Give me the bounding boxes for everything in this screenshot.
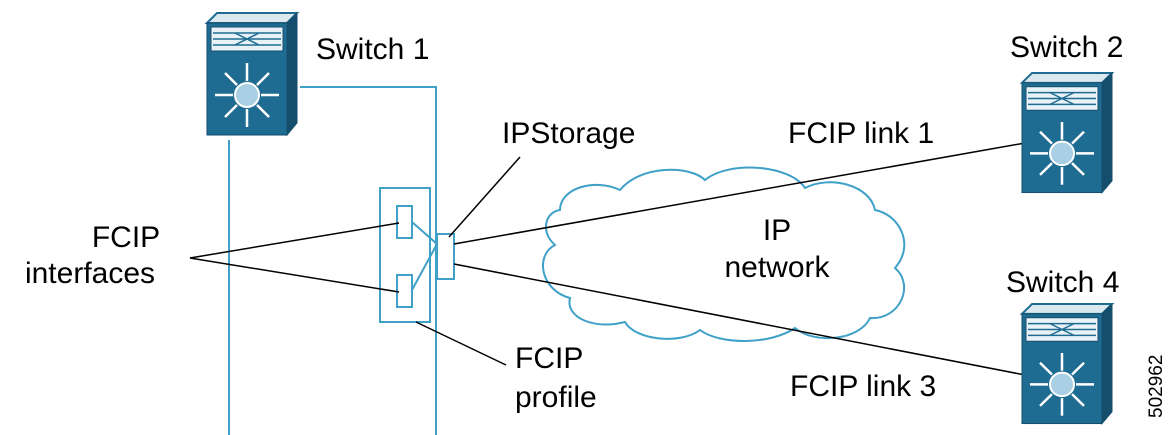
fcip-link-1-label: FCIP link 1 xyxy=(788,117,934,150)
switch-1-label: Switch 1 xyxy=(316,33,429,66)
ipstorage-label: IPStorage xyxy=(502,117,635,150)
fcip-interface-2 xyxy=(396,274,413,308)
interface-connectors xyxy=(411,221,439,291)
ipstorage-port xyxy=(436,233,455,280)
fcip-link-1 xyxy=(453,142,1026,245)
fcip-profile-label-1: FCIP xyxy=(515,342,583,375)
fcip-interfaces-label-2: interfaces xyxy=(25,257,155,290)
fcip-profile-box xyxy=(379,187,431,323)
fcip-link-3-label: FCIP link 3 xyxy=(790,370,936,403)
fcip-profile-callout-line xyxy=(415,321,507,366)
fcip-interfaces-label-1: FCIP xyxy=(92,221,160,254)
fcip-link-3 xyxy=(453,263,1026,376)
switch-1-icon xyxy=(205,11,299,137)
fcip-profile-label-2: profile xyxy=(515,381,597,414)
fcip-interfaces-callout-1 xyxy=(189,222,400,259)
ip-network-cloud xyxy=(542,166,906,342)
switch-4-label: Switch 4 xyxy=(1006,266,1119,299)
switch-2-icon xyxy=(1020,71,1114,194)
switch-1-port-line-2 xyxy=(300,86,437,435)
switch-2-label: Switch 2 xyxy=(1010,31,1123,64)
switch-4-icon xyxy=(1020,302,1114,425)
ipstorage-callout-line xyxy=(448,156,521,238)
fcip-interface-1 xyxy=(396,205,413,239)
fcip-interfaces-callout-2 xyxy=(189,257,400,293)
ip-network-label-1: IP xyxy=(763,214,791,247)
ip-network-label-2: network xyxy=(724,251,830,284)
figure-number: 502962 xyxy=(1146,355,1167,418)
